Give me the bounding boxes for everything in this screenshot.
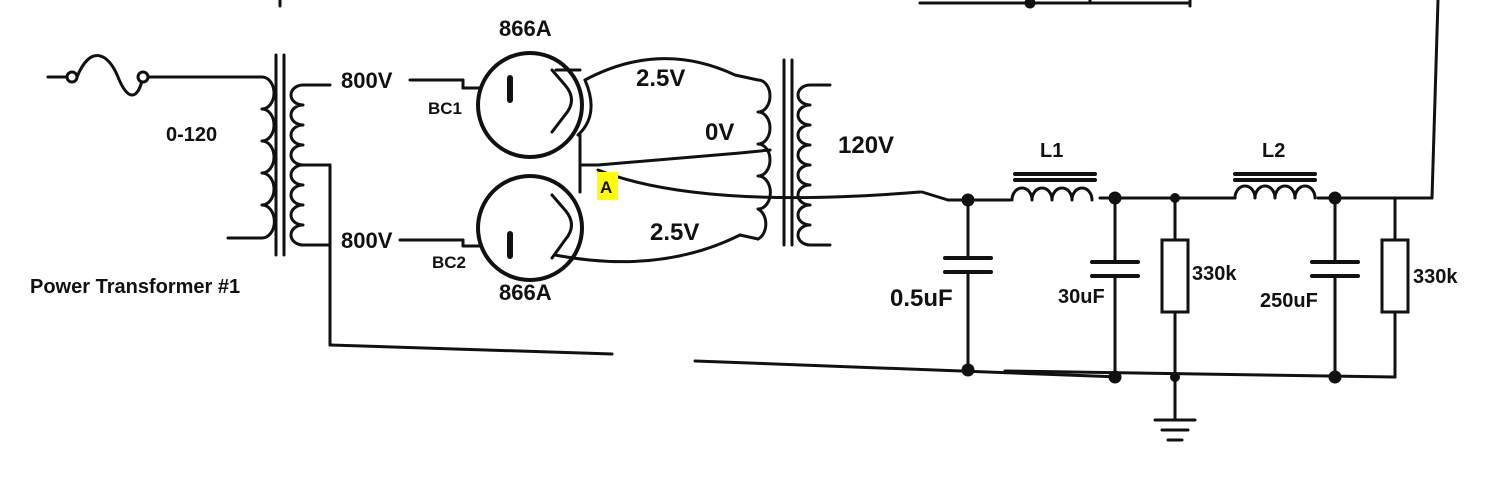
tube-bottom-label: 866A: [499, 280, 552, 305]
filament-transformer: [733, 58, 832, 247]
inductor-l2-label: L2: [1262, 140, 1285, 162]
inductor-l1: [1010, 172, 1097, 202]
primary-voltage-label: 0-120: [166, 124, 217, 146]
filament-bottom-label: 2.5V: [650, 219, 699, 246]
inductor-l2: [1233, 172, 1317, 200]
secondary-bottom-label: 800V: [341, 228, 393, 253]
primary-wires: [146, 75, 264, 240]
inductor-l1-label: L1: [1040, 140, 1063, 162]
capacitor-0-5uf: [943, 193, 993, 377]
resistor-330k-1: [1160, 193, 1190, 382]
filter-line: [946, 0, 1440, 202]
cap-30uf-label: 30uF: [1058, 286, 1105, 308]
capacitor-250uf: [1310, 191, 1360, 384]
top-partial-wires: [278, 0, 1192, 9]
tube-866a-top: [476, 51, 584, 159]
cap-0-5uf-label: 0.5uF: [890, 285, 953, 312]
filament-tie: [578, 133, 950, 202]
fuse-icon: [46, 54, 150, 97]
power-transformer-label: Power Transformer #1: [30, 276, 240, 298]
node-a-label: A: [600, 178, 612, 197]
bc2-label: BC2: [432, 253, 466, 272]
ground-icon: [1153, 375, 1197, 442]
resistor-330k-2: [1380, 196, 1410, 379]
secondary-wires: [328, 78, 1397, 379]
power-transformer-1: [260, 53, 332, 257]
secondary-top-label: 800V: [341, 68, 393, 93]
res-330k-2-label: 330k: [1413, 266, 1458, 288]
filament-primary-label: 120V: [838, 132, 894, 159]
tube-866a-bottom: [476, 174, 584, 282]
tube-top-label: 866A: [499, 16, 552, 41]
res-330k-1-label: 330k: [1192, 263, 1237, 285]
filament-top-label: 2.5V: [636, 65, 685, 92]
node-a-highlight: [597, 172, 618, 200]
bc1-label: BC1: [428, 99, 462, 118]
cap-250uf-label: 250uF: [1260, 290, 1318, 312]
filament-loops: [553, 57, 742, 264]
capacitor-30uf: [1090, 191, 1140, 384]
filament-center-label: 0V: [705, 119, 734, 146]
